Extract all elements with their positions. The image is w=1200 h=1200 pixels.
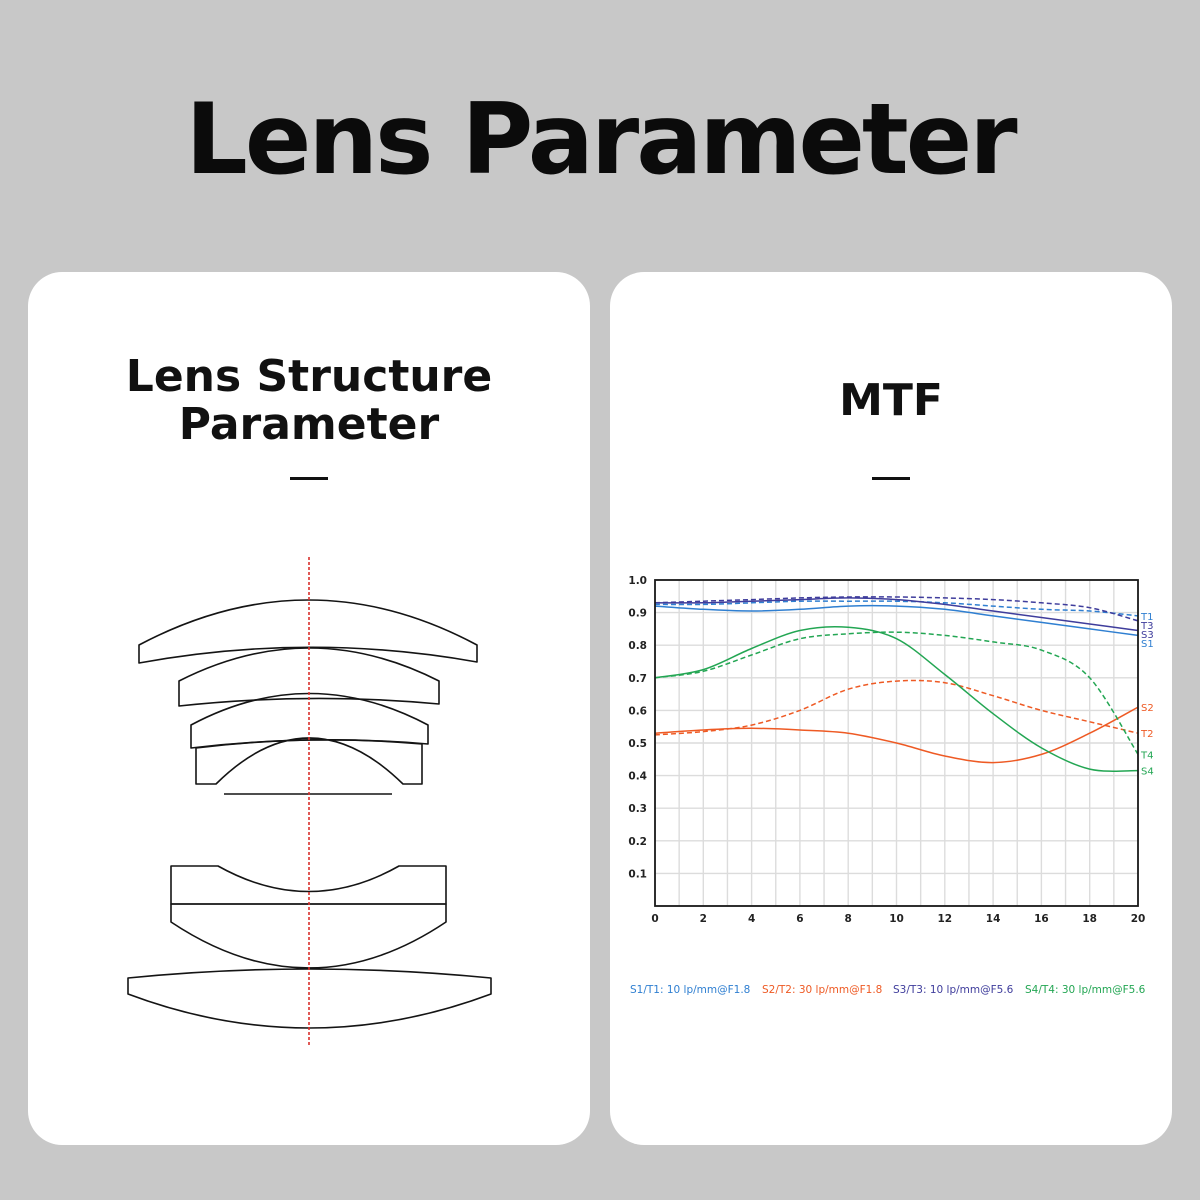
x-tick-label: 12 xyxy=(937,913,952,925)
chart-series xyxy=(654,596,1139,772)
lens-element-4 xyxy=(195,737,423,785)
series-line-t1 xyxy=(654,600,1139,617)
lens-element-6 xyxy=(170,903,447,969)
y-tick-label: 0.2 xyxy=(628,836,647,848)
x-tick-label: 6 xyxy=(796,913,803,925)
series-end-label-s1: S1 xyxy=(1141,639,1154,650)
x-tick-label: 20 xyxy=(1131,913,1146,925)
chart-axes: 0 2 4 6 8 10 12 14 16 18 20 0.1 0.2 0.3 0.4 0.5 0.6 0.7 0.… xyxy=(628,575,1145,925)
series-end-label-t1: T1 xyxy=(1140,612,1153,623)
plot-frame xyxy=(654,579,1139,907)
x-tick-label: 2 xyxy=(700,913,707,925)
lens-structure-diagram xyxy=(127,557,492,1047)
x-tick-label: 0 xyxy=(651,913,658,925)
series-line-t3 xyxy=(654,596,1139,622)
left-title-dash xyxy=(290,477,328,480)
right-title-dash xyxy=(872,477,910,480)
y-tick-label: 0.7 xyxy=(628,673,647,685)
series-line-t2 xyxy=(654,679,1139,736)
series-end-label-t2: T2 xyxy=(1140,729,1153,740)
lens-structure-title-line1: Lens Structure xyxy=(125,351,493,402)
lens-element-7 xyxy=(127,968,492,1029)
series-end-label-s4: S4 xyxy=(1141,767,1154,778)
legend-s2t2: S2/T2: 30 lp/mm@F1.8 xyxy=(762,984,883,996)
x-tick-label: 4 xyxy=(748,913,755,925)
y-tick-label: 0.8 xyxy=(628,640,647,652)
series-line-s1 xyxy=(654,604,1139,637)
series-line-s2 xyxy=(654,706,1139,764)
y-tick-label: 0.9 xyxy=(628,608,647,620)
y-tick-label: 1.0 xyxy=(628,575,647,587)
legend-s3t3: S3/T3: 10 lp/mm@F5.6 xyxy=(893,984,1014,996)
mtf-title: MTF xyxy=(839,375,943,426)
y-tick-label: 0.6 xyxy=(628,705,647,717)
x-tick-label: 10 xyxy=(889,913,904,925)
series-line-s3 xyxy=(654,597,1139,632)
y-tick-label: 0.5 xyxy=(628,738,647,750)
mtf-chart: 0 2 4 6 8 10 12 14 16 18 20 0.1 0.2 0.3 0.4 0.5 0.6 0.7 0.… xyxy=(628,575,1154,925)
legend-s1t1: S1/T1: 10 lp/mm@F1.8 xyxy=(630,984,751,996)
y-tick-label: 0.3 xyxy=(628,803,647,815)
lens-element-5 xyxy=(170,865,447,905)
series-end-label-s2: S2 xyxy=(1141,703,1154,714)
x-tick-label: 18 xyxy=(1082,913,1097,925)
x-tick-label: 14 xyxy=(986,913,1001,925)
x-tick-label: 16 xyxy=(1034,913,1049,925)
y-tick-label: 0.1 xyxy=(628,868,647,880)
y-tick-label: 0.4 xyxy=(628,771,647,783)
lens-element-2 xyxy=(178,647,440,707)
series-end-label-s3: S3 xyxy=(1141,630,1154,641)
page-title: Lens Parameter xyxy=(185,83,1017,197)
lens-element-1 xyxy=(138,599,478,664)
lens-structure-card: Lens Structure Parameter xyxy=(28,272,590,1145)
x-tick-label: 8 xyxy=(845,913,852,925)
series-end-label-t3: T3 xyxy=(1140,621,1153,632)
series-end-label-t4: T4 xyxy=(1140,750,1153,761)
series-line-t4 xyxy=(654,631,1139,755)
legend-s4t4: S4/T4: 30 lp/mm@F5.6 xyxy=(1025,984,1146,996)
lens-structure-title-line2: Parameter xyxy=(178,399,440,450)
series-line-s4 xyxy=(654,625,1139,772)
